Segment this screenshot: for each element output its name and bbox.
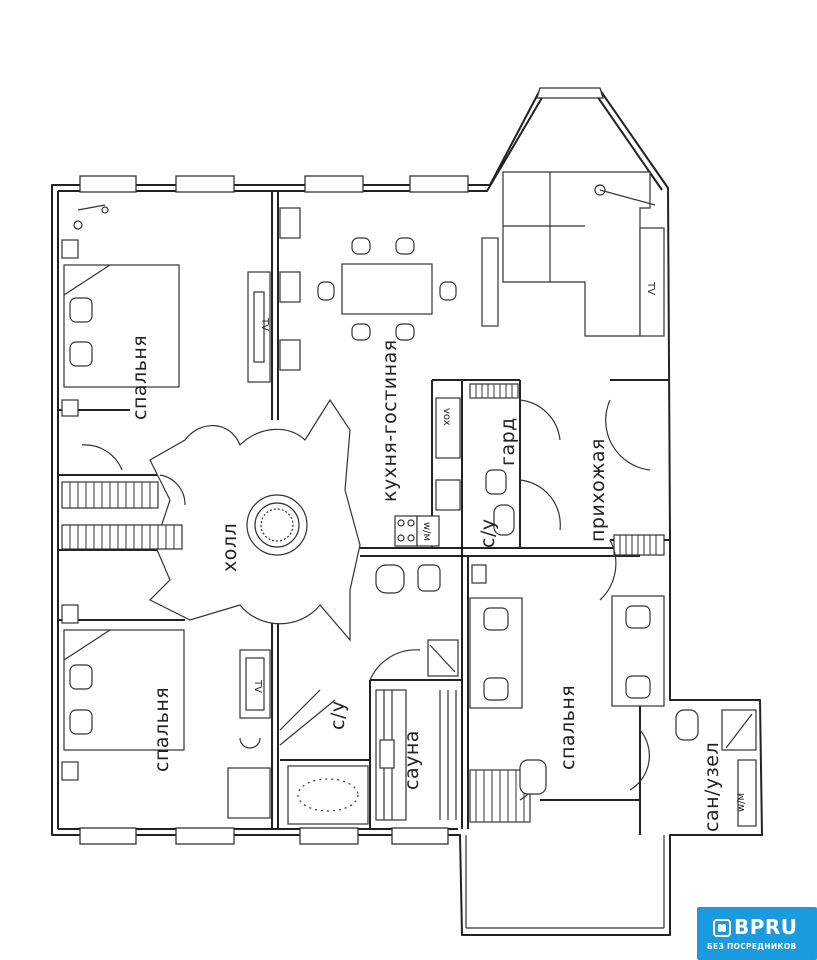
room-label-bathroom-center: с/у <box>477 518 499 548</box>
room-labels: спальня спальня холл кухня-гостиная прих… <box>129 335 723 832</box>
exterior-walls <box>51 89 763 936</box>
bathroom-left-and-sauna <box>279 639 459 825</box>
watermark-tagline: БЕЗ ПОСРЕДНИКОВ <box>707 942 797 951</box>
washer-bath-label: w/м <box>736 793 747 812</box>
bedroom-top-furniture: TV <box>61 204 271 417</box>
kitchen-block: vox w/м <box>394 397 461 547</box>
hall-star <box>148 398 361 642</box>
washer-kitchen-label: w/м <box>421 522 432 541</box>
hood-label: vox <box>441 408 452 426</box>
bathroom-right: w/м <box>675 709 757 827</box>
tv-living-label: TV <box>645 281 656 295</box>
bedroom-right-furniture <box>469 595 665 795</box>
bathroom-center <box>375 469 515 594</box>
watermark-brand: BPRU <box>734 915 798 939</box>
windows <box>79 87 604 845</box>
interior-walls <box>58 191 670 835</box>
watermark-logo: BPRU <box>713 915 798 939</box>
closets <box>61 383 665 823</box>
watermark-badge: BPRU БЕЗ ПОСРЕДНИКОВ <box>697 907 817 960</box>
room-label-entrance-hall: прихожая <box>587 438 609 542</box>
kitchen-living-furniture: TV <box>279 171 665 371</box>
room-label-hall: холл <box>219 523 241 572</box>
room-label-sauna: сауна <box>401 730 423 790</box>
bedroom-bottom-furniture: TV <box>61 604 271 819</box>
room-label-bedroom-top: спальня <box>129 335 151 420</box>
room-label-kitchen-living: кухня-гостиная <box>379 339 401 502</box>
tv-bottom-label: TV <box>252 679 263 693</box>
room-label-bathroom-right: сан/узел <box>701 742 723 832</box>
tv-top-label: TV <box>259 317 270 331</box>
watermark-logo-icon <box>713 919 731 937</box>
room-label-bathroom-left: с/у <box>327 700 349 730</box>
room-label-wardrobe: гард <box>497 417 519 466</box>
room-label-bedroom-bottom: спальня <box>151 687 173 772</box>
room-label-bedroom-right: спальня <box>557 685 579 770</box>
